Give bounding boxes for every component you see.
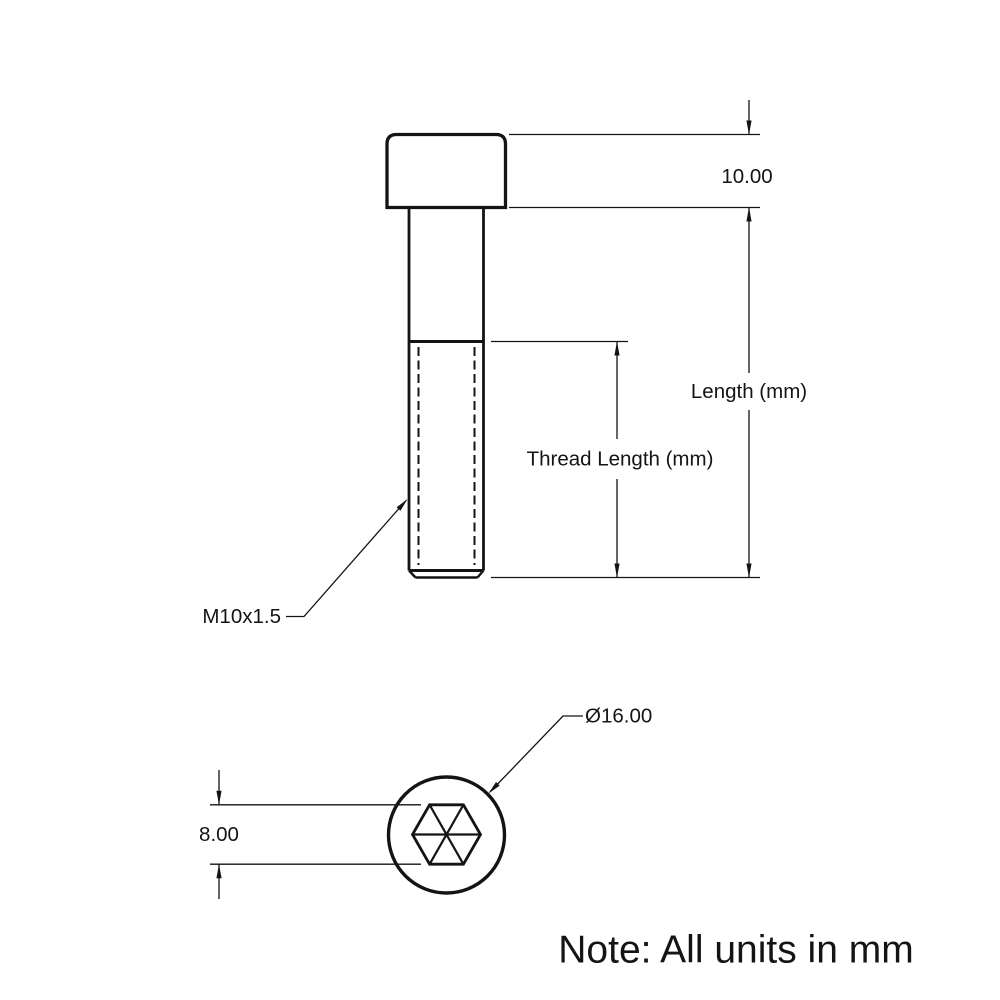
chamfer-left-diagonal (408, 569, 417, 579)
end-view (386, 775, 507, 895)
units-note-label: Note: All units in mm (558, 929, 913, 972)
side-view (385, 132, 508, 579)
arrowhead-down-icon (746, 563, 752, 578)
thread-length-dimension-label: Thread Length (mm) (527, 448, 714, 471)
hex-socket-width-dimension (210, 770, 421, 899)
thread-designation-label: M10x1.5 (202, 605, 281, 628)
chamfer-right-diagonal (476, 569, 485, 579)
diameter-leader-line (489, 715, 583, 793)
screw-head-outline (385, 132, 508, 210)
arrowhead-down-left-icon (488, 782, 500, 794)
overall-length-dimension-label: Length (mm) (691, 380, 807, 403)
arrowhead-down-icon (614, 563, 620, 578)
arrowhead-up-icon (614, 341, 620, 356)
thread-length-dimension (491, 340, 760, 579)
thread-designation-callout (286, 499, 408, 618)
arrowhead-up-icon (216, 864, 222, 879)
head-diameter-label: Ø16.00 (585, 705, 652, 728)
head-height-dimension (509, 100, 760, 209)
head-circle-outline (386, 775, 507, 895)
head-height-dimension-label: 10.00 (721, 165, 772, 188)
hex-socket-spoke-diagonal-2 (428, 804, 465, 865)
head-diameter-callout (488, 715, 583, 794)
arrowhead-up-right-icon (396, 499, 408, 511)
overall-length-dimension (746, 207, 752, 578)
thread-callout-leader-line (286, 500, 407, 618)
hex-socket-width-dimension-label: 8.00 (199, 823, 239, 846)
arrowhead-down-icon (216, 790, 222, 805)
arrowhead-down-icon (746, 120, 752, 135)
arrowhead-up-icon (746, 207, 752, 222)
